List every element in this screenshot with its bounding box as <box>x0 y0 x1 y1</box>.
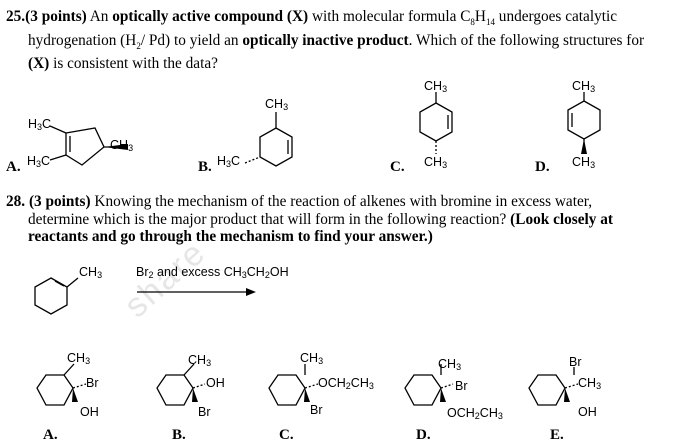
methyl-label: H3C <box>217 154 241 170</box>
methyl-label: CH3 <box>300 351 324 367</box>
wedge-bond <box>581 139 587 154</box>
methyl-label: CH3 <box>438 357 462 373</box>
product-e-ring <box>528 374 566 406</box>
methyl-label: CH3 <box>110 138 134 154</box>
oh-label: OH <box>206 376 225 390</box>
br-label: Br <box>198 405 211 419</box>
wedge-bond <box>304 388 310 402</box>
choice-a[interactable]: A. <box>43 427 58 443</box>
wedge-bond <box>192 388 198 402</box>
methyl-label: H3C <box>28 117 52 133</box>
methyl-label: CH3 <box>424 79 448 95</box>
wedge-bond <box>104 144 128 150</box>
question-number: 28. <box>6 193 26 210</box>
reactant-methylcyclohexene <box>34 277 79 315</box>
methyl-label: CH3 <box>572 155 596 171</box>
product-b-ring <box>156 374 194 406</box>
choice-c[interactable]: C. <box>390 159 405 175</box>
choice-b[interactable]: B. <box>198 159 212 175</box>
oh-label: OH <box>80 405 99 419</box>
question-28-text: 28. (3 points) Knowing the mechanism of … <box>6 193 613 245</box>
arrow-head <box>246 288 256 296</box>
methyl-label: CH3 <box>265 97 289 113</box>
wedge-bond <box>72 388 78 402</box>
q25-structure-b <box>244 112 293 167</box>
wedge-bond <box>564 388 570 402</box>
choice-a[interactable]: A. <box>6 159 21 175</box>
q25-structure-c <box>419 92 453 154</box>
choice-d[interactable]: D. <box>416 427 431 443</box>
product-a-ring <box>36 374 74 406</box>
choice-e[interactable]: E. <box>550 427 564 443</box>
methyl-label: H3C <box>27 154 51 170</box>
br-label: Br <box>86 376 99 390</box>
ethoxy-label: OCH2CH3 <box>447 406 503 422</box>
question-25-text: 25.(3 points) An optically active compou… <box>6 8 645 73</box>
oh-label: OH <box>578 405 597 419</box>
methyl-label: CH3 <box>188 353 212 369</box>
br-label: Br <box>569 355 582 369</box>
substituent-label: CH3 <box>79 265 103 281</box>
reagent-label: Br2 and excess CH3CH2OH <box>136 265 289 281</box>
methyl-label: CH3 <box>424 155 448 171</box>
choice-b[interactable]: B. <box>172 427 186 443</box>
methyl-label: CH3 <box>578 376 602 392</box>
question-points: (3 points) <box>28 193 91 210</box>
br-label: Br <box>455 379 468 393</box>
ethoxy-label: OCH2CH3 <box>318 376 374 392</box>
methyl-label: CH3 <box>67 351 91 367</box>
product-d-ring <box>404 374 442 406</box>
product-c-ring <box>268 374 306 406</box>
wedge-bond <box>440 388 446 402</box>
choice-d[interactable]: D. <box>535 159 550 175</box>
methyl-label: CH3 <box>572 79 596 95</box>
br-label: Br <box>310 403 323 417</box>
question-number: 25. <box>6 8 26 25</box>
question-points: (3 points) <box>25 8 87 25</box>
choice-c[interactable]: C. <box>279 427 294 443</box>
